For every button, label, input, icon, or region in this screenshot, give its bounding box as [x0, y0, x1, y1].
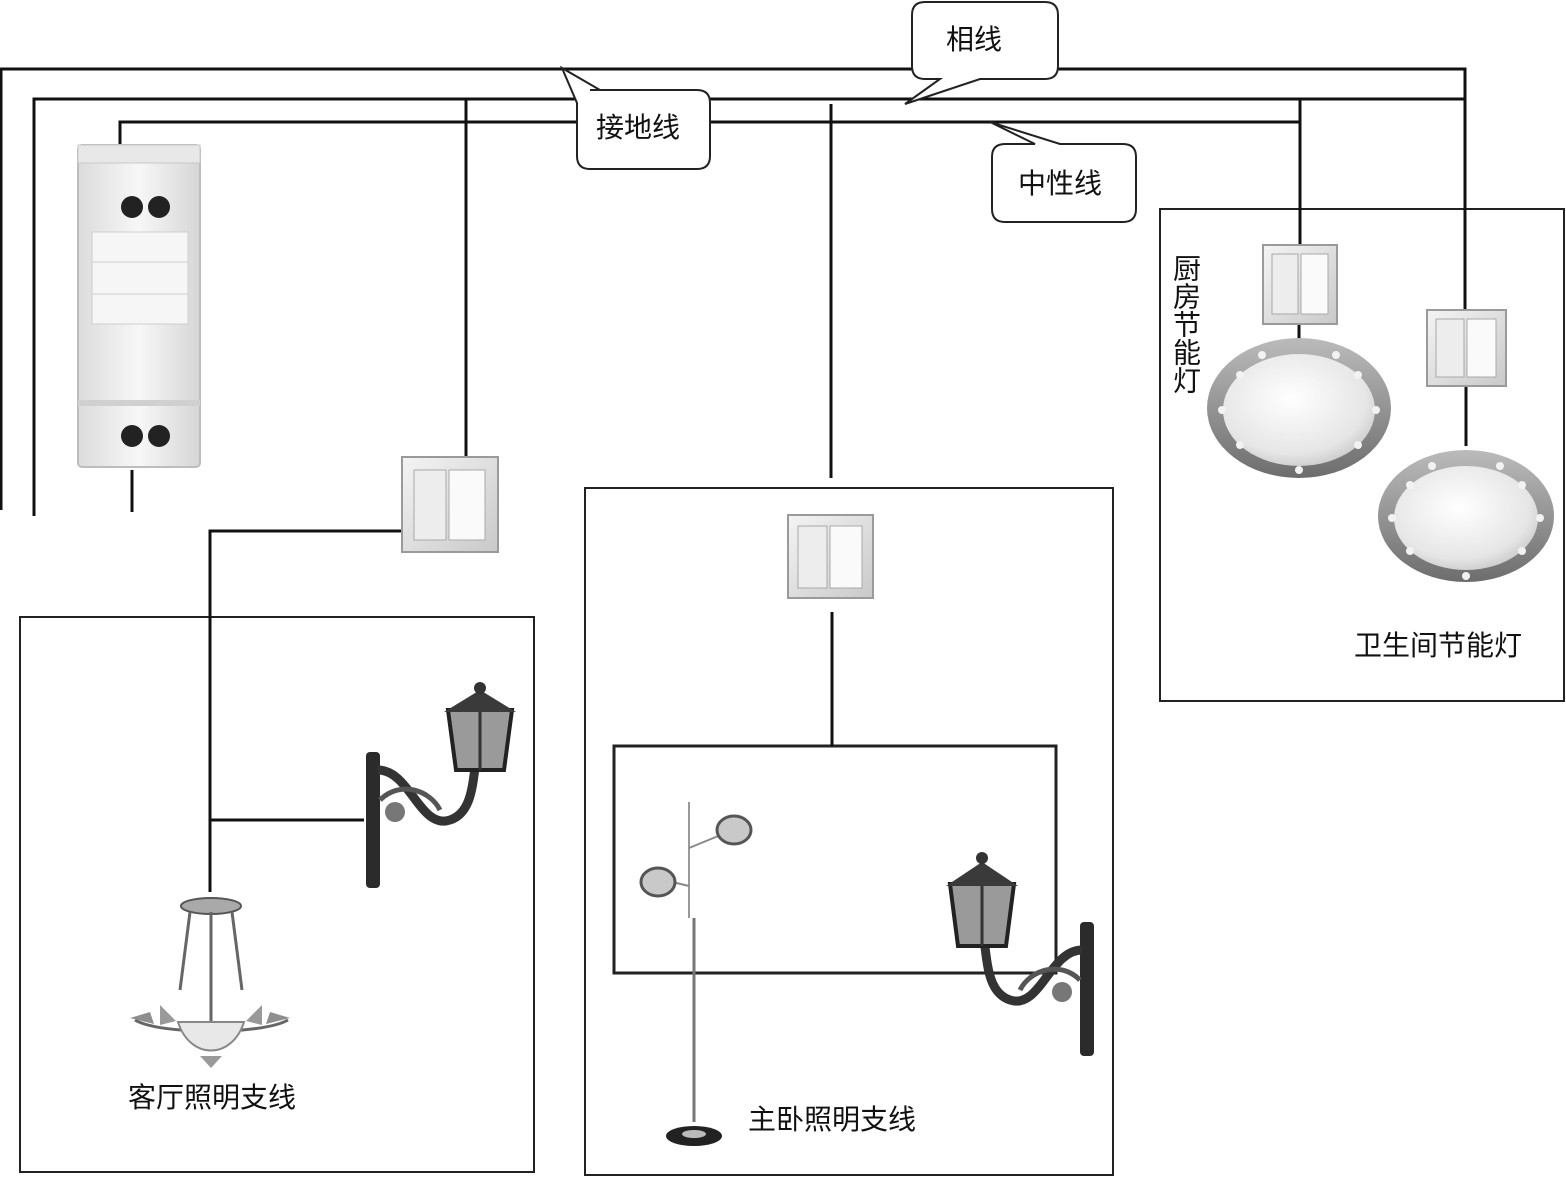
bedroom-inner-box	[612, 744, 1058, 975]
bathroom-lamp-label: 卫生间节能灯	[1354, 629, 1523, 662]
ground-wire	[118, 120, 1300, 145]
phase-wire	[0, 67, 1467, 510]
kitchen-bath-box	[1159, 208, 1565, 702]
neutral-wire-label: 中性线	[1018, 167, 1103, 200]
living-branch-wires	[208, 529, 402, 892]
terminal-screw	[121, 425, 143, 447]
bus-wires	[0, 67, 1467, 516]
chandelier-icon	[130, 897, 290, 1068]
living-wall-lamp-icon	[366, 682, 516, 888]
phase-callout	[904, 1, 1059, 105]
bedroom-room-box	[584, 487, 1114, 1176]
living-room-box	[19, 616, 535, 1173]
bedroom-switch	[787, 514, 874, 599]
bedroom-branch-wires	[692, 612, 834, 973]
bedroom-branch-label: 主卧照明支线	[748, 1103, 917, 1136]
living-branch-label: 客厅照明支线	[128, 1081, 297, 1114]
bathroom-ceiling-lamp-icon	[1378, 450, 1554, 582]
terminal-screw	[148, 425, 170, 447]
terminal-screw	[148, 196, 170, 218]
ground-callout	[559, 65, 711, 170]
circuit-breaker	[77, 144, 201, 468]
bedroom-wall-lamp-icon	[946, 852, 1094, 1056]
bathroom-switch	[1426, 309, 1507, 387]
phase-wire-label: 相线	[946, 23, 1003, 56]
neutral-callout	[989, 121, 1137, 223]
living-switch	[401, 456, 499, 553]
ground-wire-label: 接地线	[596, 111, 681, 144]
kitchen-lamp-label: 厨房节能灯	[1169, 254, 1202, 394]
kitchen-ceiling-lamp-icon	[1207, 338, 1391, 478]
terminal-screw	[121, 196, 143, 218]
neutral-wire	[32, 97, 1465, 516]
floor-lamp-icon	[639, 802, 753, 1146]
kitchen-switch	[1262, 244, 1338, 325]
